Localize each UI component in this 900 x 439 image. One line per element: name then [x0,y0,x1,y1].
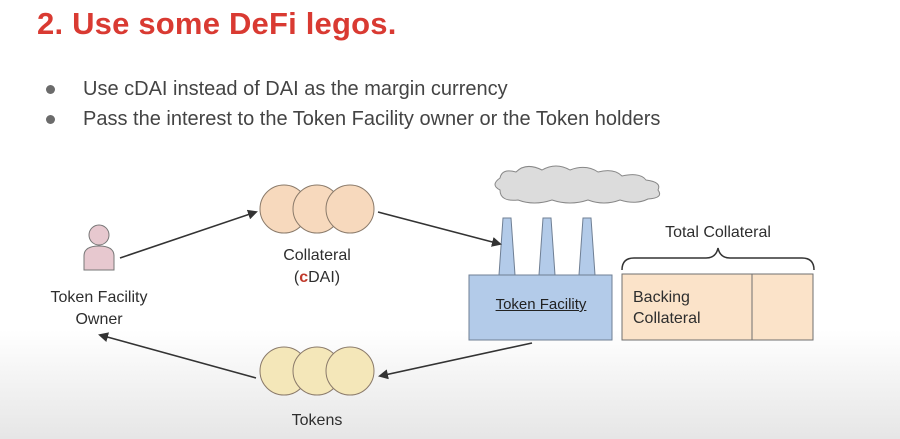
collateral-coins-icon [259,184,375,234]
token-coins-icon [259,346,375,396]
total-collateral-bracket [621,247,815,271]
backing-label-line1: Backing [633,289,690,306]
owner-label: Token Facility Owner [36,287,162,331]
collateral-dai-text: DAI) [308,269,341,286]
arrow-tokens-to-owner [98,332,257,379]
arrow-owner-to-collateral [119,209,258,259]
bullet-item: Pass the interest to the Token Facility … [44,104,660,134]
slide-title: 2. Use some DeFi legos. [37,6,397,41]
collateral-box [621,273,814,341]
total-collateral-label: Total Collateral [665,224,771,241]
collateral-label-line2: (cDAI) [260,267,374,289]
collateral-paren: ( [293,269,300,286]
collateral-label: Collateral (cDAI) [260,245,374,289]
bullet-dot-icon [46,84,55,94]
owner-label-line2: Owner [75,311,123,328]
person-icon [83,224,115,271]
backing-label-line2: Collateral [633,310,701,327]
smoke-cloud-icon [494,165,661,204]
arrow-facility-to-tokens [378,342,533,380]
owner-label-line1: Token Facility [50,289,148,306]
bullet-item: Use cDAI instead of DAI as the margin cu… [44,74,660,104]
bullet-text: Pass the interest to the Token Facility … [83,107,661,130]
tokens-label: Tokens [291,412,343,429]
collateral-label-line1: Collateral [283,247,351,264]
bullet-dot-icon [46,114,55,124]
bullet-text: Use cDAI instead of DAI as the margin cu… [83,77,508,100]
arrow-collateral-to-facility [377,211,502,247]
bullet-list: Use cDAI instead of DAI as the margin cu… [44,74,660,134]
token-facility-label: Token Facility [495,296,587,313]
backing-collateral-label: Backing Collateral [633,287,701,329]
collateral-c-letter: c [299,269,309,286]
factory-icon [468,217,613,341]
